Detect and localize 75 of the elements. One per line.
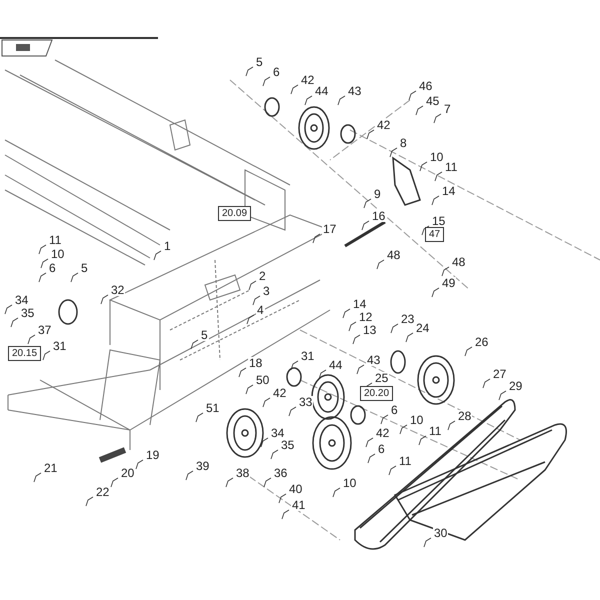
callout-number: 14 bbox=[441, 185, 456, 197]
callout-number: 44 bbox=[328, 359, 344, 371]
callout-number: 44 bbox=[314, 85, 330, 97]
callout-number: 39 bbox=[195, 460, 210, 472]
callout-number: 27 bbox=[492, 368, 508, 380]
callout-number: 15 bbox=[431, 215, 446, 227]
callout-number: 43 bbox=[366, 354, 382, 366]
callout-number: 24 bbox=[415, 322, 430, 334]
callout-number: 6 bbox=[377, 443, 386, 455]
callout-number: 19 bbox=[145, 449, 160, 461]
section-reference: 20.15 bbox=[8, 346, 42, 361]
callout-number: 11 bbox=[398, 455, 412, 467]
callout-number: 42 bbox=[375, 427, 390, 439]
callout-number: 46 bbox=[418, 80, 434, 92]
callout-number: 5 bbox=[255, 56, 264, 68]
section-reference: 47 bbox=[425, 227, 444, 242]
callout-number: 5 bbox=[80, 262, 89, 274]
callout-number: 48 bbox=[386, 249, 402, 261]
callout-number: 43 bbox=[347, 85, 362, 97]
callout-number: 11 bbox=[48, 234, 62, 246]
callout-number: 31 bbox=[52, 340, 68, 352]
callout-number: 2 bbox=[258, 270, 267, 282]
callout-number: 31 bbox=[300, 350, 316, 362]
callout-number: 10 bbox=[409, 414, 424, 426]
callout-number: 6 bbox=[48, 262, 57, 274]
callout-number: 16 bbox=[371, 210, 386, 222]
callout-number: 42 bbox=[300, 74, 316, 86]
callout-number: 40 bbox=[288, 483, 304, 495]
callout-number: 48 bbox=[451, 256, 466, 268]
callout-number: 23 bbox=[400, 313, 416, 325]
callout-number: 5 bbox=[200, 329, 209, 341]
callout-number: 17 bbox=[322, 223, 338, 235]
callout-number: 35 bbox=[280, 439, 296, 451]
callout-number: 6 bbox=[272, 66, 281, 78]
callout-number: 32 bbox=[110, 284, 126, 296]
callout-number: 51 bbox=[205, 402, 220, 414]
callout-number: 7 bbox=[443, 103, 452, 115]
callout-number: 11 bbox=[444, 161, 458, 173]
callout-number: 26 bbox=[474, 336, 490, 348]
callout-number: 20 bbox=[120, 467, 136, 479]
callout-number: 11 bbox=[428, 425, 442, 437]
callout-number: 13 bbox=[362, 324, 378, 336]
callout-number: 50 bbox=[255, 374, 270, 386]
callout-number: 38 bbox=[235, 467, 250, 479]
callout-number: 37 bbox=[37, 324, 52, 336]
callout-number: 18 bbox=[248, 357, 264, 369]
callout-number: 30 bbox=[433, 527, 448, 539]
callout-number: 21 bbox=[43, 462, 58, 474]
callout-number: 49 bbox=[441, 277, 456, 289]
callout-number: 10 bbox=[342, 477, 358, 489]
callout-number: 25 bbox=[374, 372, 390, 384]
callout-number: 1 bbox=[163, 240, 172, 252]
callout-number: 45 bbox=[425, 95, 440, 107]
callout-number: 42 bbox=[376, 119, 392, 131]
callout-number: 41 bbox=[291, 499, 306, 511]
callout-number: 36 bbox=[273, 467, 288, 479]
callout-number: 12 bbox=[358, 311, 374, 323]
section-reference: 20.20 bbox=[360, 386, 394, 401]
callout-number: 14 bbox=[352, 298, 368, 310]
callout-number: 34 bbox=[270, 427, 286, 439]
callout-number: 10 bbox=[50, 248, 66, 260]
callout-number: 4 bbox=[256, 304, 265, 316]
callout-number: 29 bbox=[508, 380, 524, 392]
callout-number: 34 bbox=[14, 294, 30, 306]
callout-number: 9 bbox=[373, 188, 382, 200]
callout-number: 8 bbox=[399, 137, 408, 149]
callout-number: 28 bbox=[457, 410, 472, 422]
callout-number: 42 bbox=[272, 387, 288, 399]
callout-number: 35 bbox=[20, 307, 36, 319]
callout-number: 33 bbox=[298, 396, 314, 408]
callout-number: 22 bbox=[95, 486, 110, 498]
callout-number: 10 bbox=[429, 151, 444, 163]
section-reference: 20.09 bbox=[218, 206, 252, 221]
callout-number: 6 bbox=[390, 404, 399, 416]
callout-number: 3 bbox=[262, 285, 271, 297]
